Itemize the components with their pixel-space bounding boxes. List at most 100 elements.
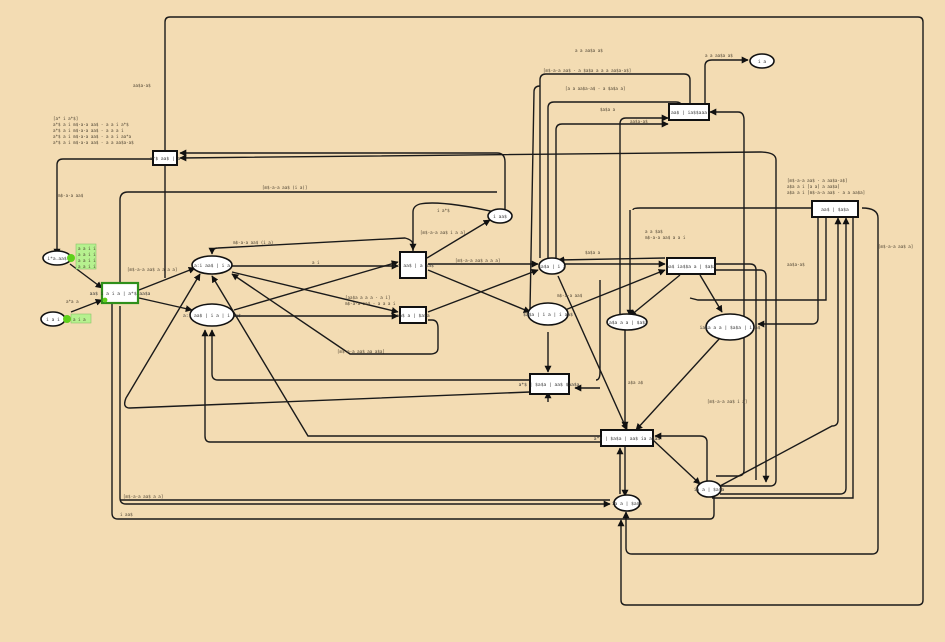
token-count-indicator [63, 315, 71, 323]
arc-inscription: a*a a [66, 299, 79, 304]
transition-node[interactable] [529, 373, 570, 395]
transition-node-enabled[interactable] [100, 281, 140, 305]
arc [208, 329, 530, 381]
transitions [100, 103, 859, 447]
arc [529, 85, 541, 311]
place-node[interactable] [189, 303, 235, 327]
arc [709, 108, 745, 477]
arc-inscription: [aa$a a a a - a i] [345, 295, 390, 300]
place-label: i aa$ [493, 214, 507, 220]
transition-label: aa$ i a i a | a*$ aa$a [90, 291, 151, 297]
transition-node[interactable] [666, 257, 716, 275]
arc [111, 300, 715, 520]
arc [719, 217, 842, 487]
arc-inscriptions: aa$a-a$ [a* i a*$] a*$ a i m$-a-a aa$ - … [53, 48, 913, 517]
arc-inscription: [m$-a-a aa$ a a a] [455, 258, 500, 263]
arc [699, 274, 723, 313]
token-value: a a i i [78, 264, 96, 269]
arc-inscription: i a*$ [437, 208, 450, 213]
place-label: i a [758, 59, 767, 65]
arc [632, 207, 812, 211]
arc-inscription: m$-a-a aa$ (i a) [233, 240, 273, 245]
transition-label: aa$ | ia$$aaa [671, 110, 707, 116]
arc-inscription: $a$a a [600, 107, 616, 112]
arc [720, 217, 850, 495]
place-label: a:i aa$ | i a [194, 263, 230, 269]
arc-inscription: a i [312, 260, 320, 265]
transition-node[interactable] [399, 251, 427, 279]
place-node[interactable] [606, 313, 648, 331]
token-value: a a i i [78, 252, 96, 257]
arc [689, 218, 827, 301]
transition-label: a:i aa$ | a $a$ [392, 263, 434, 269]
arc [409, 202, 496, 251]
arc-inscription: [m$-a-a aa$ a] [878, 244, 913, 249]
place-node[interactable] [527, 302, 569, 326]
arc [179, 151, 777, 487]
arc-inscription: [m$-a-a aa$ a a a a] [127, 267, 177, 272]
arc-inscription: a a $a$ [645, 229, 663, 234]
arc-inscription: a*$ a i m$-a-a aa$ - a a aa$a-a$ [53, 140, 134, 145]
arc [595, 280, 601, 381]
place-label: ia a | $a$a [694, 487, 725, 493]
arc [564, 269, 666, 311]
place-node[interactable] [613, 494, 641, 512]
arc [69, 263, 103, 289]
arc [138, 297, 193, 313]
arc-inscription: a a aa$a a$ [705, 53, 733, 58]
arc [164, 16, 924, 606]
node-labels: i*a.aa$ i a i a:i aa$ | i a a:i aa$ | i … [46, 59, 849, 507]
place-label: $a$a | i a [538, 264, 566, 270]
place-node[interactable] [538, 257, 566, 275]
arc [201, 329, 600, 443]
arc [704, 56, 749, 104]
place-node[interactable] [487, 208, 513, 224]
arc-inscription: [m$-a-a aa$ - a $a$a a a a aa$a-a$] [543, 68, 631, 73]
arcs [53, 16, 924, 606]
arc [757, 218, 819, 328]
arc-inscription: i aa$ [120, 512, 133, 517]
arc-inscription: aa$a-a$ [133, 83, 151, 88]
place-node[interactable] [705, 313, 755, 341]
arc-inscription: a$a a i [a a] a aa$a] [787, 184, 840, 189]
marking-box [75, 243, 97, 270]
arc [119, 191, 497, 290]
place-node[interactable] [696, 480, 722, 498]
place-label: i*a.aa$ [47, 256, 67, 262]
transition-label: aa$ ia$$a a | $a$a [666, 264, 716, 270]
arc [619, 114, 669, 316]
transition-node[interactable] [811, 200, 859, 218]
transition-node[interactable] [152, 150, 178, 166]
arc-inscription: m$-a-a aa$ a a i [645, 235, 686, 240]
arc-inscription: [a a aa$a-a$ - a $a$a a] [565, 86, 626, 91]
arc [233, 260, 399, 311]
arc-inscription: a*$ a i m$-a-a aa$ - a a a i [53, 128, 124, 133]
transition-node[interactable] [668, 103, 710, 121]
arc-inscription: m$-a-a aa$ [557, 293, 583, 298]
arc [70, 299, 103, 313]
arc [557, 256, 666, 264]
arc-inscription: [m$-a-a aa$ i a] [707, 399, 747, 404]
arc [123, 273, 531, 409]
place-node[interactable] [749, 53, 775, 69]
arc-inscription: m$-a-a aa$ - a a a i [345, 301, 396, 306]
arc-inscription: a*$ a i m$-a-a aa$ - a a i a*$ [53, 122, 129, 127]
transition-node[interactable] [600, 429, 654, 447]
arc [119, 306, 611, 508]
place-node[interactable] [191, 255, 233, 275]
arc [231, 273, 439, 355]
arc-inscription: aa$a-a$ [787, 262, 805, 267]
arc [712, 218, 854, 499]
transition-node[interactable] [399, 306, 427, 324]
place-label: ia a | $a$a [612, 501, 643, 507]
place-label: i a i [46, 317, 60, 323]
place-label: ia$a a a | $a$a [606, 320, 648, 326]
arc [715, 263, 757, 480]
arc-inscription: aa$a-a$ [630, 119, 648, 124]
arc-inscription: [m$-a-a aa$ i a a] [420, 230, 465, 235]
arc [715, 269, 770, 483]
arc-inscription: a a aa$a a$ [575, 48, 603, 53]
arc [211, 275, 600, 437]
